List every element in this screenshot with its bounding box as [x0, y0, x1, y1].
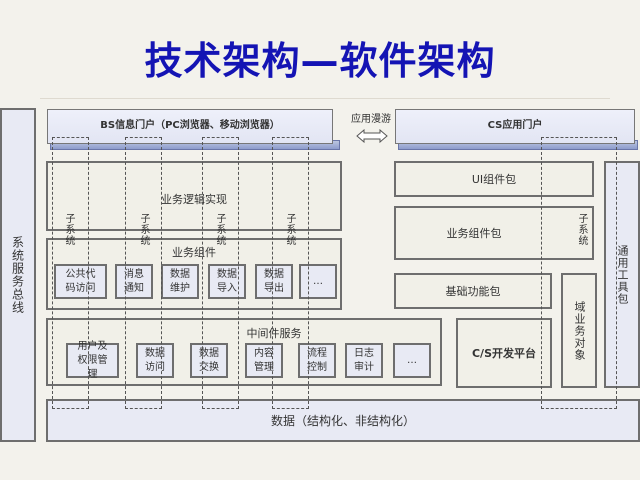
component-data-maintain: 数据维护 [161, 264, 199, 299]
roaming-label: 应用漫游 [351, 114, 391, 125]
bs-portal: BS信息门户（PC浏览器、移动浏览器） [47, 109, 333, 144]
system-service-bus-label: 系统服务总线 [10, 236, 25, 314]
domain-business-objects: 域业务对象 [561, 273, 597, 388]
common-tools-package: 通用工具包 [604, 161, 640, 388]
component-message-notify: 消息通知 [115, 264, 153, 299]
cs-dev-platform: C/S开发平台 [456, 318, 552, 388]
subsystem-label-5: 子系统 [576, 213, 587, 246]
subsystem-label-4: 子系统 [284, 213, 295, 246]
ui-component-package-label: UI组件包 [471, 173, 517, 186]
component-public-code: 公共代码访问 [54, 264, 107, 299]
subsystem-label-3: 子系统 [214, 213, 225, 246]
component-more: … [299, 264, 337, 299]
bs-portal-label: BS信息门户（PC浏览器、移动浏览器） [100, 120, 280, 131]
middleware-user-permission: 用户及权限管理 [66, 341, 119, 380]
data-layer-label: 数据（结构化、非结构化） [270, 414, 415, 428]
cs-portal: CS应用门户 [395, 109, 635, 144]
middleware-log-audit: 日志审计 [345, 343, 383, 378]
business-logic-layer: 业务逻辑实现 [46, 161, 342, 231]
subsystem-label-1: 子系统 [63, 213, 74, 246]
cs-portal-label: CS应用门户 [487, 120, 543, 131]
page-title: 技术架构—软件架构 [144, 39, 496, 83]
double-arrow-icon [356, 128, 388, 144]
middleware-data-exchange: 数据交换 [190, 343, 228, 378]
domain-business-objects-label: 域业务对象 [573, 300, 586, 361]
component-data-import: 数据导入 [208, 264, 246, 299]
business-component-package: 业务组件包 [394, 206, 594, 260]
data-layer: 数据（结构化、非结构化） [46, 399, 640, 442]
subsystem-label-2: 子系统 [138, 213, 149, 246]
base-function-package: 基础功能包 [394, 273, 552, 309]
middleware-content-manage: 内容管理 [245, 343, 283, 378]
middleware-title: 中间件服务 [246, 327, 302, 340]
title-divider [40, 98, 610, 99]
component-data-export: 数据导出 [255, 264, 293, 299]
ui-component-package: UI组件包 [394, 161, 594, 197]
middleware-more: … [393, 343, 431, 378]
business-components-title: 业务组件 [172, 246, 216, 259]
cs-dev-platform-label: C/S开发平台 [471, 347, 536, 360]
business-logic-label: 业务逻辑实现 [161, 193, 227, 206]
business-component-package-label: 业务组件包 [446, 227, 502, 240]
middleware-data-access: 数据访问 [136, 343, 174, 378]
common-tools-package-label: 通用工具包 [616, 244, 629, 305]
middleware-flow-control: 流程控制 [298, 343, 336, 378]
base-function-package-label: 基础功能包 [445, 285, 501, 298]
system-service-bus: 系统服务总线 [0, 108, 36, 442]
